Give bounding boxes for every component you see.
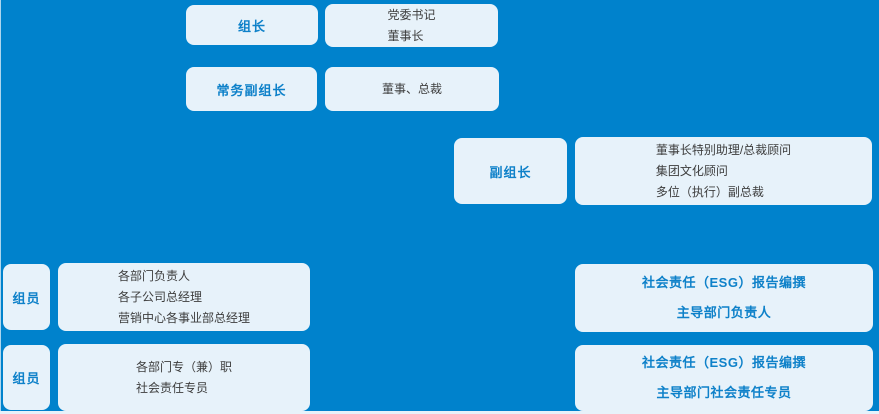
node-line: 主导部门社会责任专员 [656, 385, 792, 400]
node-line: 党委书记 [387, 7, 436, 22]
node-content-lines: 董事长特别助理/总裁顾问 集团文化顾问 多位（执行）副总裁 [656, 140, 791, 203]
node-label-text: 常务副组长 [216, 82, 287, 98]
node-group-leader-content: 党委书记 董事长 [325, 4, 498, 47]
left-edge-line [0, 0, 1, 414]
node-esg-report-leader: 社会责任（ESG）报告编撰 主导部门负责人 [575, 264, 873, 332]
node-line: 各部门专（兼）职 [135, 359, 232, 374]
node-line: 主导部门负责人 [676, 305, 772, 320]
node-exec-deputy-leader-label: 常务副组长 [186, 67, 317, 111]
node-esg-report-specialist: 社会责任（ESG）报告编撰 主导部门社会责任专员 [575, 345, 873, 411]
node-line: 各部门负责人 [117, 268, 190, 283]
node-content-lines: 党委书记 董事长 [387, 5, 435, 47]
node-line: 董事长特别助理/总裁顾问 [655, 142, 792, 157]
node-member-2-label: 组员 [3, 345, 50, 410]
node-label-text: 组员 [12, 290, 41, 306]
node-line: 社会责任专员 [135, 380, 208, 395]
node-line: 社会责任（ESG）报告编撰 [642, 355, 806, 370]
node-line: 社会责任（ESG）报告编撰 [642, 275, 806, 290]
node-line: 董事长 [387, 28, 424, 43]
node-line: 多位（执行）副总裁 [655, 184, 764, 199]
node-group-leader-label: 组长 [186, 5, 318, 45]
node-line: 集团文化顾问 [655, 163, 728, 178]
node-content-lines: 各部门专（兼）职 社会责任专员 [136, 357, 232, 399]
node-member-1-content: 各部门负责人 各子公司总经理 营销中心各事业部总经理 [58, 263, 310, 331]
node-member-2-content: 各部门专（兼）职 社会责任专员 [58, 344, 310, 411]
node-line: 营销中心各事业部总经理 [117, 310, 250, 325]
node-line: 董事、总裁 [381, 81, 442, 96]
node-deputy-leader-content: 董事长特别助理/总裁顾问 集团文化顾问 多位（执行）副总裁 [575, 137, 872, 205]
node-exec-deputy-leader-content: 董事、总裁 [325, 67, 499, 111]
node-content-lines: 董事、总裁 [382, 79, 442, 100]
node-label-text: 组长 [237, 18, 266, 34]
bottom-edge-strip [0, 411, 879, 414]
node-deputy-leader-label: 副组长 [454, 138, 567, 204]
node-label-text: 副组长 [489, 164, 532, 180]
node-content-lines: 各部门负责人 各子公司总经理 营销中心各事业部总经理 [118, 266, 250, 329]
node-label-text: 组员 [12, 371, 41, 386]
node-line: 各子公司总经理 [117, 289, 202, 304]
node-member-1-label: 组员 [3, 264, 50, 330]
